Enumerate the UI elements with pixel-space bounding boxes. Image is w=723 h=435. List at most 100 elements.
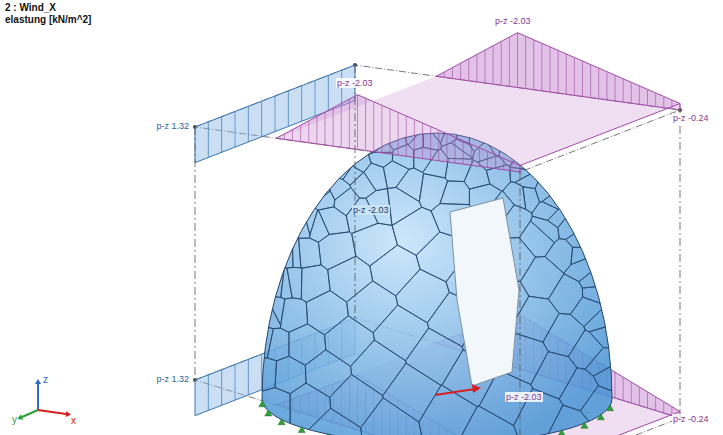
load-hatch [631,82,632,103]
load-hatch [606,72,607,100]
load-hatch [349,99,350,148]
axis-label: x [70,415,77,427]
dome-cell [392,207,440,255]
load-hatch [655,397,656,411]
load-value: p-z -2.03 [352,205,390,215]
support-symbol [278,419,285,425]
support-symbol [324,433,331,435]
load-hatch [208,122,209,158]
dome-cell [284,408,364,435]
load-hatch [631,382,632,403]
dome-cell [318,232,355,270]
dome-cell [230,319,273,358]
load-hatch [550,47,551,92]
dome-cell [579,240,640,288]
load-hatch [503,158,504,169]
top-loads [195,33,680,172]
dome-cell [531,216,560,242]
axis-label: z [42,374,49,386]
load-hatch [463,141,464,164]
dome-cell [368,152,393,167]
dome-cell [558,172,640,239]
load-hatch [525,36,526,88]
dome-cell [585,348,640,377]
dome-cell [406,328,464,385]
load-hatch [333,108,334,146]
dome-cell [299,238,322,268]
load-hatch [598,68,599,99]
load-hatch [248,359,249,395]
suction-side [436,33,680,110]
unit-caption: elastung [kN/m^2] [4,14,92,26]
load-hatch [248,106,249,142]
load-hatch [341,103,342,147]
load-hatch [235,365,236,401]
dome-cell [559,368,598,411]
axis-line [22,410,38,417]
load-hatch [284,134,285,139]
dome-cell [589,316,640,350]
load-hatch [292,130,293,141]
load-hatch [325,112,326,145]
load-hatch [316,116,317,143]
dome-cell [351,340,406,396]
load-hatch [308,121,309,143]
load-value: p-z -2.03 [505,392,543,402]
load-hatch [476,54,477,81]
load-value: p-z 1.32 [155,374,190,384]
dome-cell [301,265,330,302]
dome-cell [361,398,427,435]
load-hatch [444,72,445,77]
load-hatch [517,33,518,88]
load-hatch [511,162,512,171]
load-hatch [680,104,681,110]
load-hatch [452,68,453,79]
load-hatch [558,50,559,93]
load-hatch [520,166,521,172]
load-hatch [501,41,502,85]
support-symbol [298,427,305,433]
load-hatch [414,119,415,157]
dome-cell [265,295,284,325]
dome-cell [440,181,469,205]
dome-cell [564,245,626,281]
dome-cell [582,282,640,305]
dome-cell [535,405,621,435]
dome-cell [311,191,334,210]
axis-label: y [11,414,18,426]
load-hatch [315,81,316,117]
dome-cell [328,256,373,302]
dome-cell [346,198,378,233]
load-hatch [479,148,480,167]
x-arrow-head [472,384,481,393]
dome-cell [566,190,640,248]
load-hatch [455,137,456,163]
axis-line [38,410,66,414]
load-hatch [566,54,567,94]
load-hatch [582,61,583,96]
support-symbol [607,405,614,411]
suction-side [276,95,520,172]
load-hatch [446,134,447,162]
load-hatch [655,93,656,107]
dome-cell [571,247,614,264]
dome-cell [543,313,585,356]
load-hatch [288,91,289,127]
door-opening [450,198,519,386]
load-hatch [487,151,488,167]
dome-cell [347,281,398,333]
load-hatch [639,387,640,406]
dome-cell [230,155,310,239]
vertical-guide [680,110,681,418]
axis-head [17,414,23,419]
load-hatch [261,101,262,137]
dome-cell [364,163,388,191]
load-hatch [275,96,276,132]
dome-cell [230,207,293,268]
load-hatch [647,392,648,408]
dome-cell [267,328,289,361]
load-hatch [623,79,624,102]
dome-cell [593,350,640,402]
load-value: p-z 1.32 [155,121,190,131]
